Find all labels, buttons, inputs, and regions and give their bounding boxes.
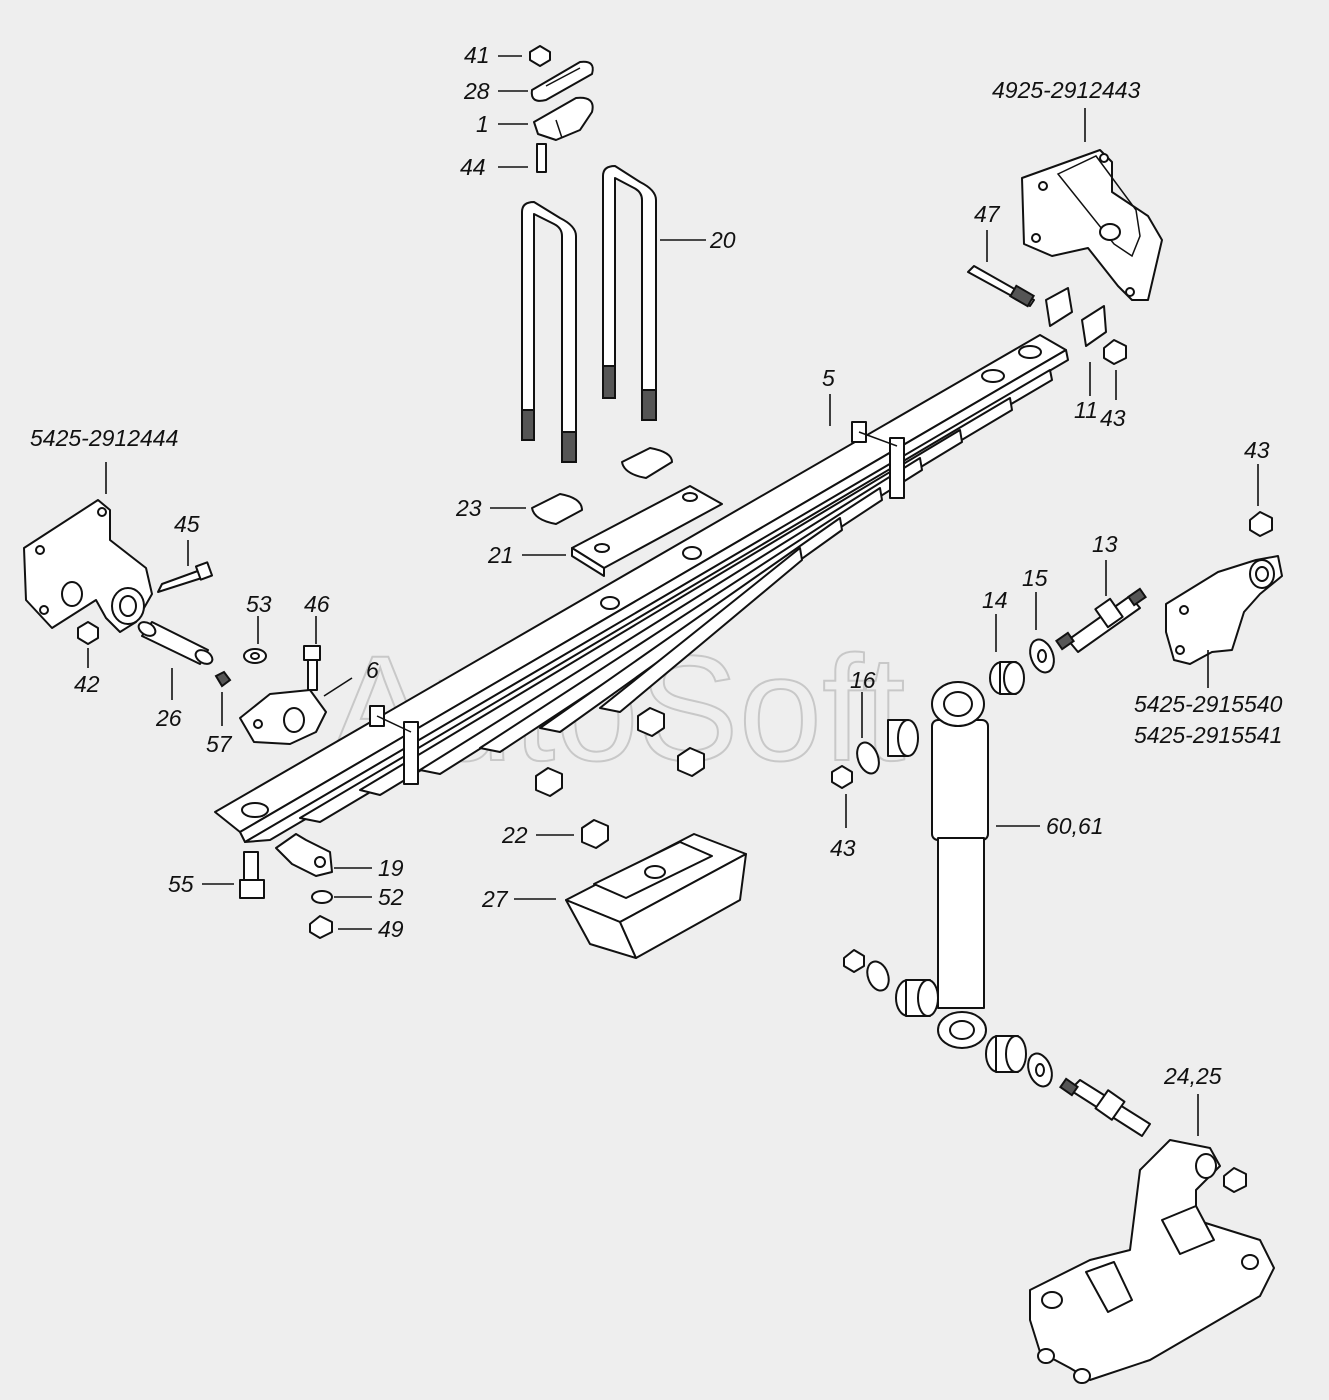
bracket-5425-2912444 <box>23 499 153 633</box>
label-43-right: 43 <box>1244 437 1270 463</box>
washer-16 <box>856 741 880 775</box>
nut-49 <box>309 915 333 939</box>
bolt-44 <box>536 143 547 173</box>
label-47: 47 <box>974 201 1001 227</box>
leader-lines <box>87 55 1259 1136</box>
cap-1 <box>533 96 594 141</box>
bushing-upper-left <box>887 719 919 757</box>
label-27: 27 <box>481 886 509 912</box>
label-23: 23 <box>455 495 482 521</box>
pin-13 <box>1055 587 1147 653</box>
label-13: 13 <box>1092 531 1118 557</box>
nut-43-top <box>1103 339 1127 365</box>
bolt-45 <box>157 561 214 593</box>
label-44: 44 <box>460 154 486 180</box>
fitting-57 <box>214 670 232 688</box>
label-60-61: 60,61 <box>1046 813 1104 839</box>
bracket-24-25 <box>1029 1139 1275 1384</box>
nut-42 <box>77 621 99 645</box>
leaf-spring <box>214 334 1069 843</box>
u-bolt-left <box>521 201 577 463</box>
plate-21 <box>571 485 723 577</box>
label-5425-2915540: 5425-2915540 <box>1134 691 1283 717</box>
nuts-22 <box>535 707 705 849</box>
spring-clamp-right <box>851 421 905 499</box>
bushing-lower-left <box>895 979 939 1017</box>
pad-23-left <box>531 493 583 525</box>
label-43-mid: 43 <box>830 835 856 861</box>
plate-11-a <box>1045 287 1073 327</box>
nut-lower <box>843 949 865 973</box>
bracket-4925-2912443 <box>1021 149 1163 301</box>
label-5: 5 <box>822 365 835 391</box>
shock-absorber <box>931 681 989 1049</box>
label-20: 20 <box>709 227 736 253</box>
part-labels: 41 28 1 44 20 4925-2912443 47 11 43 5 54… <box>30 42 1283 1089</box>
washer-53 <box>243 648 267 664</box>
bushing-14 <box>989 661 1025 695</box>
label-53: 53 <box>246 591 272 617</box>
pin-lower <box>1059 1077 1151 1137</box>
u-bolt-right <box>602 165 657 421</box>
label-24-25: 24,25 <box>1163 1063 1222 1089</box>
label-41: 41 <box>464 42 490 68</box>
label-19: 19 <box>378 855 404 881</box>
label-42: 42 <box>74 671 100 697</box>
washer-15 <box>1029 638 1055 674</box>
clip-19 <box>275 833 333 877</box>
label-52: 52 <box>378 884 404 910</box>
label-22: 22 <box>501 822 528 848</box>
pad-23-right <box>621 447 673 479</box>
pin-26 <box>137 621 214 665</box>
label-5425-2912444: 5425-2912444 <box>30 425 178 451</box>
shackle-6 <box>239 689 327 745</box>
washer-lower-left <box>866 960 890 992</box>
label-6: 6 <box>366 657 379 683</box>
label-28: 28 <box>463 78 490 104</box>
nut-41 <box>529 45 551 67</box>
label-55: 55 <box>168 871 194 897</box>
bolt-55 <box>239 851 265 899</box>
plate-28 <box>530 60 594 102</box>
bushing-lower-right <box>985 1035 1027 1073</box>
label-1: 1 <box>476 111 489 137</box>
nut-43-mid <box>831 765 853 789</box>
label-21: 21 <box>487 542 514 568</box>
label-15: 15 <box>1022 565 1048 591</box>
washer-lower-right <box>1027 1052 1053 1088</box>
bolt-46 <box>303 645 321 691</box>
label-45: 45 <box>174 511 200 537</box>
plate-11-b <box>1081 305 1107 347</box>
label-16: 16 <box>850 667 876 693</box>
label-46: 46 <box>304 591 330 617</box>
label-26: 26 <box>155 705 182 731</box>
label-5425-2915541: 5425-2915541 <box>1134 722 1282 748</box>
label-4925-2912443: 4925-2912443 <box>992 77 1141 103</box>
washer-52 <box>311 890 333 904</box>
bolt-47 <box>967 265 1036 308</box>
label-49: 49 <box>378 916 404 942</box>
label-11: 11 <box>1074 397 1098 423</box>
bracket-5425-2915540 <box>1165 555 1283 665</box>
label-43-top: 43 <box>1100 405 1126 431</box>
label-14: 14 <box>982 587 1008 613</box>
spring-clamp-left <box>369 705 419 785</box>
bump-stop-27 <box>565 833 747 959</box>
nut-lower-right <box>1223 1167 1247 1193</box>
label-57: 57 <box>206 731 233 757</box>
nut-43-right <box>1249 511 1273 537</box>
